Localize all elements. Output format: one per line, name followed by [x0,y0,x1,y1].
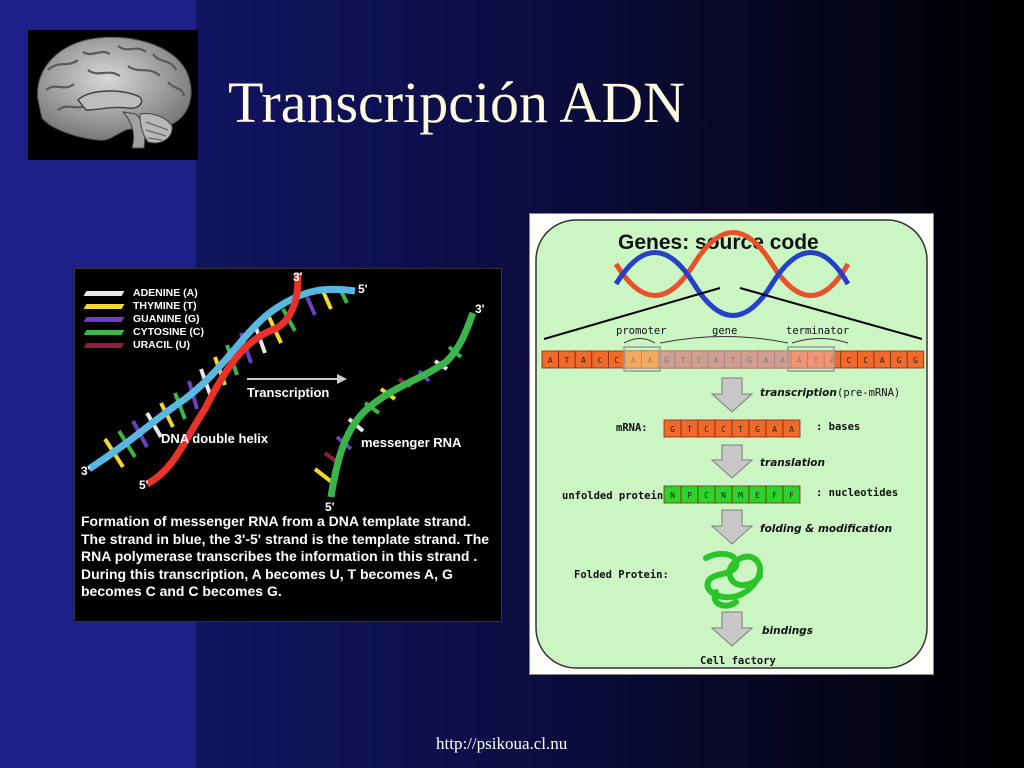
dna-transcription-figure: 3' 5' 3' 5' 3' 5' Transcription DNA doub… [74,268,502,622]
dna-figure-caption: Formation of messenger RNA from a DNA te… [81,513,490,599]
dna-base: C [598,356,603,365]
protein-base: C [704,491,709,500]
folded-protein-shape [703,550,763,609]
footer-url[interactable]: http://psikoua.cl.nu [436,734,568,753]
rna-3-label: 3' [475,302,485,316]
dna-base: A [581,356,586,365]
folding-step-label: folding & modification [760,523,892,535]
dna-sequence-strip: ATACCAAGTCATGAAATACCAGG [541,350,925,369]
dna-bottom-5-label: 5' [139,478,149,492]
rna-5-label: 5' [325,500,335,514]
dna-double-helix-label: DNA double helix [161,431,269,446]
dna-base: C [847,356,852,365]
terminator-label: terminator [786,325,849,337]
dna-base: G [896,356,901,365]
mrna-base: G [755,425,760,434]
mrna-base: C [704,425,709,434]
cell-factory-label: Cell factory [700,655,777,667]
region-highlight [788,351,834,368]
pre-mrna-label: (pre-mRNA) [837,387,900,399]
genes-title: Genes: source code [618,231,819,254]
protein-base: N [721,491,726,500]
transcription-label: Transcription [247,385,329,400]
dna-base: A [880,356,885,365]
dna-base: C [863,356,868,365]
mrna-base: G [670,425,675,434]
folded-protein-label: Folded Protein: [574,569,669,581]
dna-top-5-label: 5' [358,282,368,296]
dna-base: C [614,356,619,365]
genes-source-code-figure: Genes: source code promoter gene termina… [529,213,934,675]
protein-base: N [670,491,675,500]
mrna-base: A [772,425,777,434]
transcription-step-label: transcription [760,387,837,399]
adenine-swatch [83,291,125,296]
promoter-label: promoter [616,325,667,337]
mrna-base: A [789,425,794,434]
dna-base: A [548,356,553,365]
mrna-base: T [738,425,743,434]
dna-cell [906,350,925,369]
uracil-swatch [83,343,125,348]
mrna-cell [782,419,801,438]
dna-bottom-3-label: 3' [81,464,91,478]
messenger-rna-label: messenger RNA [361,435,462,450]
dna-base: T [564,356,569,365]
gene-label: gene [712,325,737,337]
guanine-swatch [83,317,125,322]
nucleotides-label: : nucleotides [816,487,898,499]
bindings-step-label: bindings [762,625,813,637]
protein-base: F [772,491,777,500]
protein-base: E [755,491,760,500]
thymine-swatch [83,304,125,309]
cytosine-swatch [83,330,125,335]
slide-title: Transcripción ADN [228,70,686,135]
mrna-base: C [721,425,726,434]
region-highlight [660,351,788,368]
brain-image [28,30,198,160]
bases-label: : bases [816,421,860,433]
protein-cell [782,485,801,504]
mrna-base: T [687,425,692,434]
mrna-label: mRNA: [616,422,648,434]
protein-base: P [687,491,692,500]
dna-top-3-label: 3' [293,270,303,284]
protein-base: F [789,491,794,500]
region-highlight [624,351,660,368]
unfolded-protein-label: unfolded protein: [562,490,669,502]
translation-step-label: translation [760,457,825,469]
dna-base: G [913,356,918,365]
protein-base: M [738,491,743,500]
